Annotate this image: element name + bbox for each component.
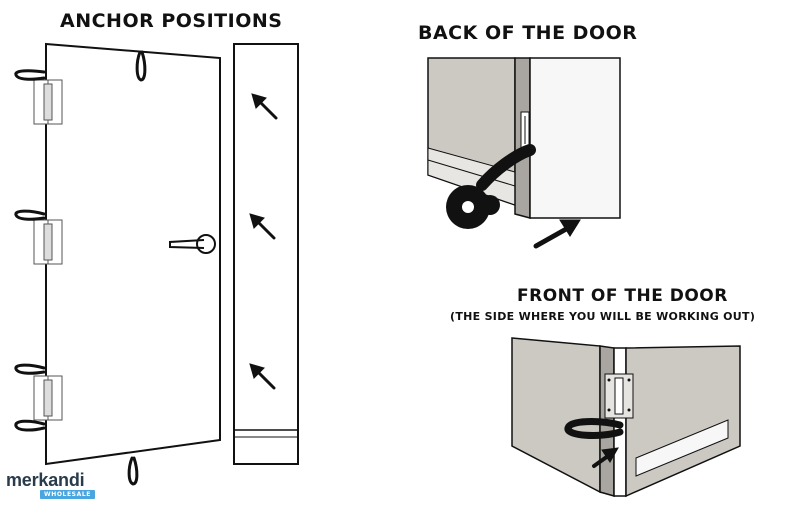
anchor-strap-hinge-middle	[14, 209, 46, 221]
back-of-door-title: BACK OF THE DOOR	[418, 22, 638, 44]
door-anchor-strap	[476, 144, 536, 191]
anchor-strap-hinge-lower	[14, 363, 46, 375]
door-anchor-icon	[446, 185, 500, 229]
logo-badge: WHOLESALE	[40, 490, 95, 499]
arrow-icon	[249, 213, 276, 240]
anchor-strap-top-edge	[135, 50, 147, 82]
hinge	[604, 373, 634, 419]
front-of-door-title: FRONT OF THE DOOR	[517, 286, 728, 306]
front-of-door-note: (THE SIDE WHERE YOU WILL BE WORKING OUT)	[450, 310, 756, 323]
hinge-bottom	[33, 375, 63, 421]
logo-brand-name: merkandi	[6, 470, 85, 490]
door-panel	[45, 42, 221, 466]
anchor-strap-hinge-bottom	[14, 419, 46, 432]
arrow-icon	[533, 219, 581, 249]
arrow-icon	[251, 93, 278, 120]
merkandi-logo: merkandi WHOLESALE	[6, 470, 106, 502]
anchor-positions-title: ANCHOR POSITIONS	[60, 10, 283, 32]
door-frame	[233, 43, 299, 465]
front-anchor-strap	[564, 418, 624, 439]
anchor-strap-hinge-top	[14, 69, 46, 81]
hinge-top	[33, 79, 63, 125]
back-of-door-drawing	[427, 57, 621, 249]
arrow-icon	[249, 363, 276, 390]
door-handle	[169, 234, 216, 254]
anchor-straps	[14, 50, 147, 486]
open-door-drawing	[45, 42, 299, 466]
frame-arrows	[249, 93, 278, 390]
arrow-icon	[592, 447, 619, 468]
front-of-door-drawing	[511, 337, 741, 498]
anchor-strap-bottom-edge	[127, 456, 139, 486]
hinges	[33, 79, 63, 421]
hinge-middle	[33, 219, 63, 265]
